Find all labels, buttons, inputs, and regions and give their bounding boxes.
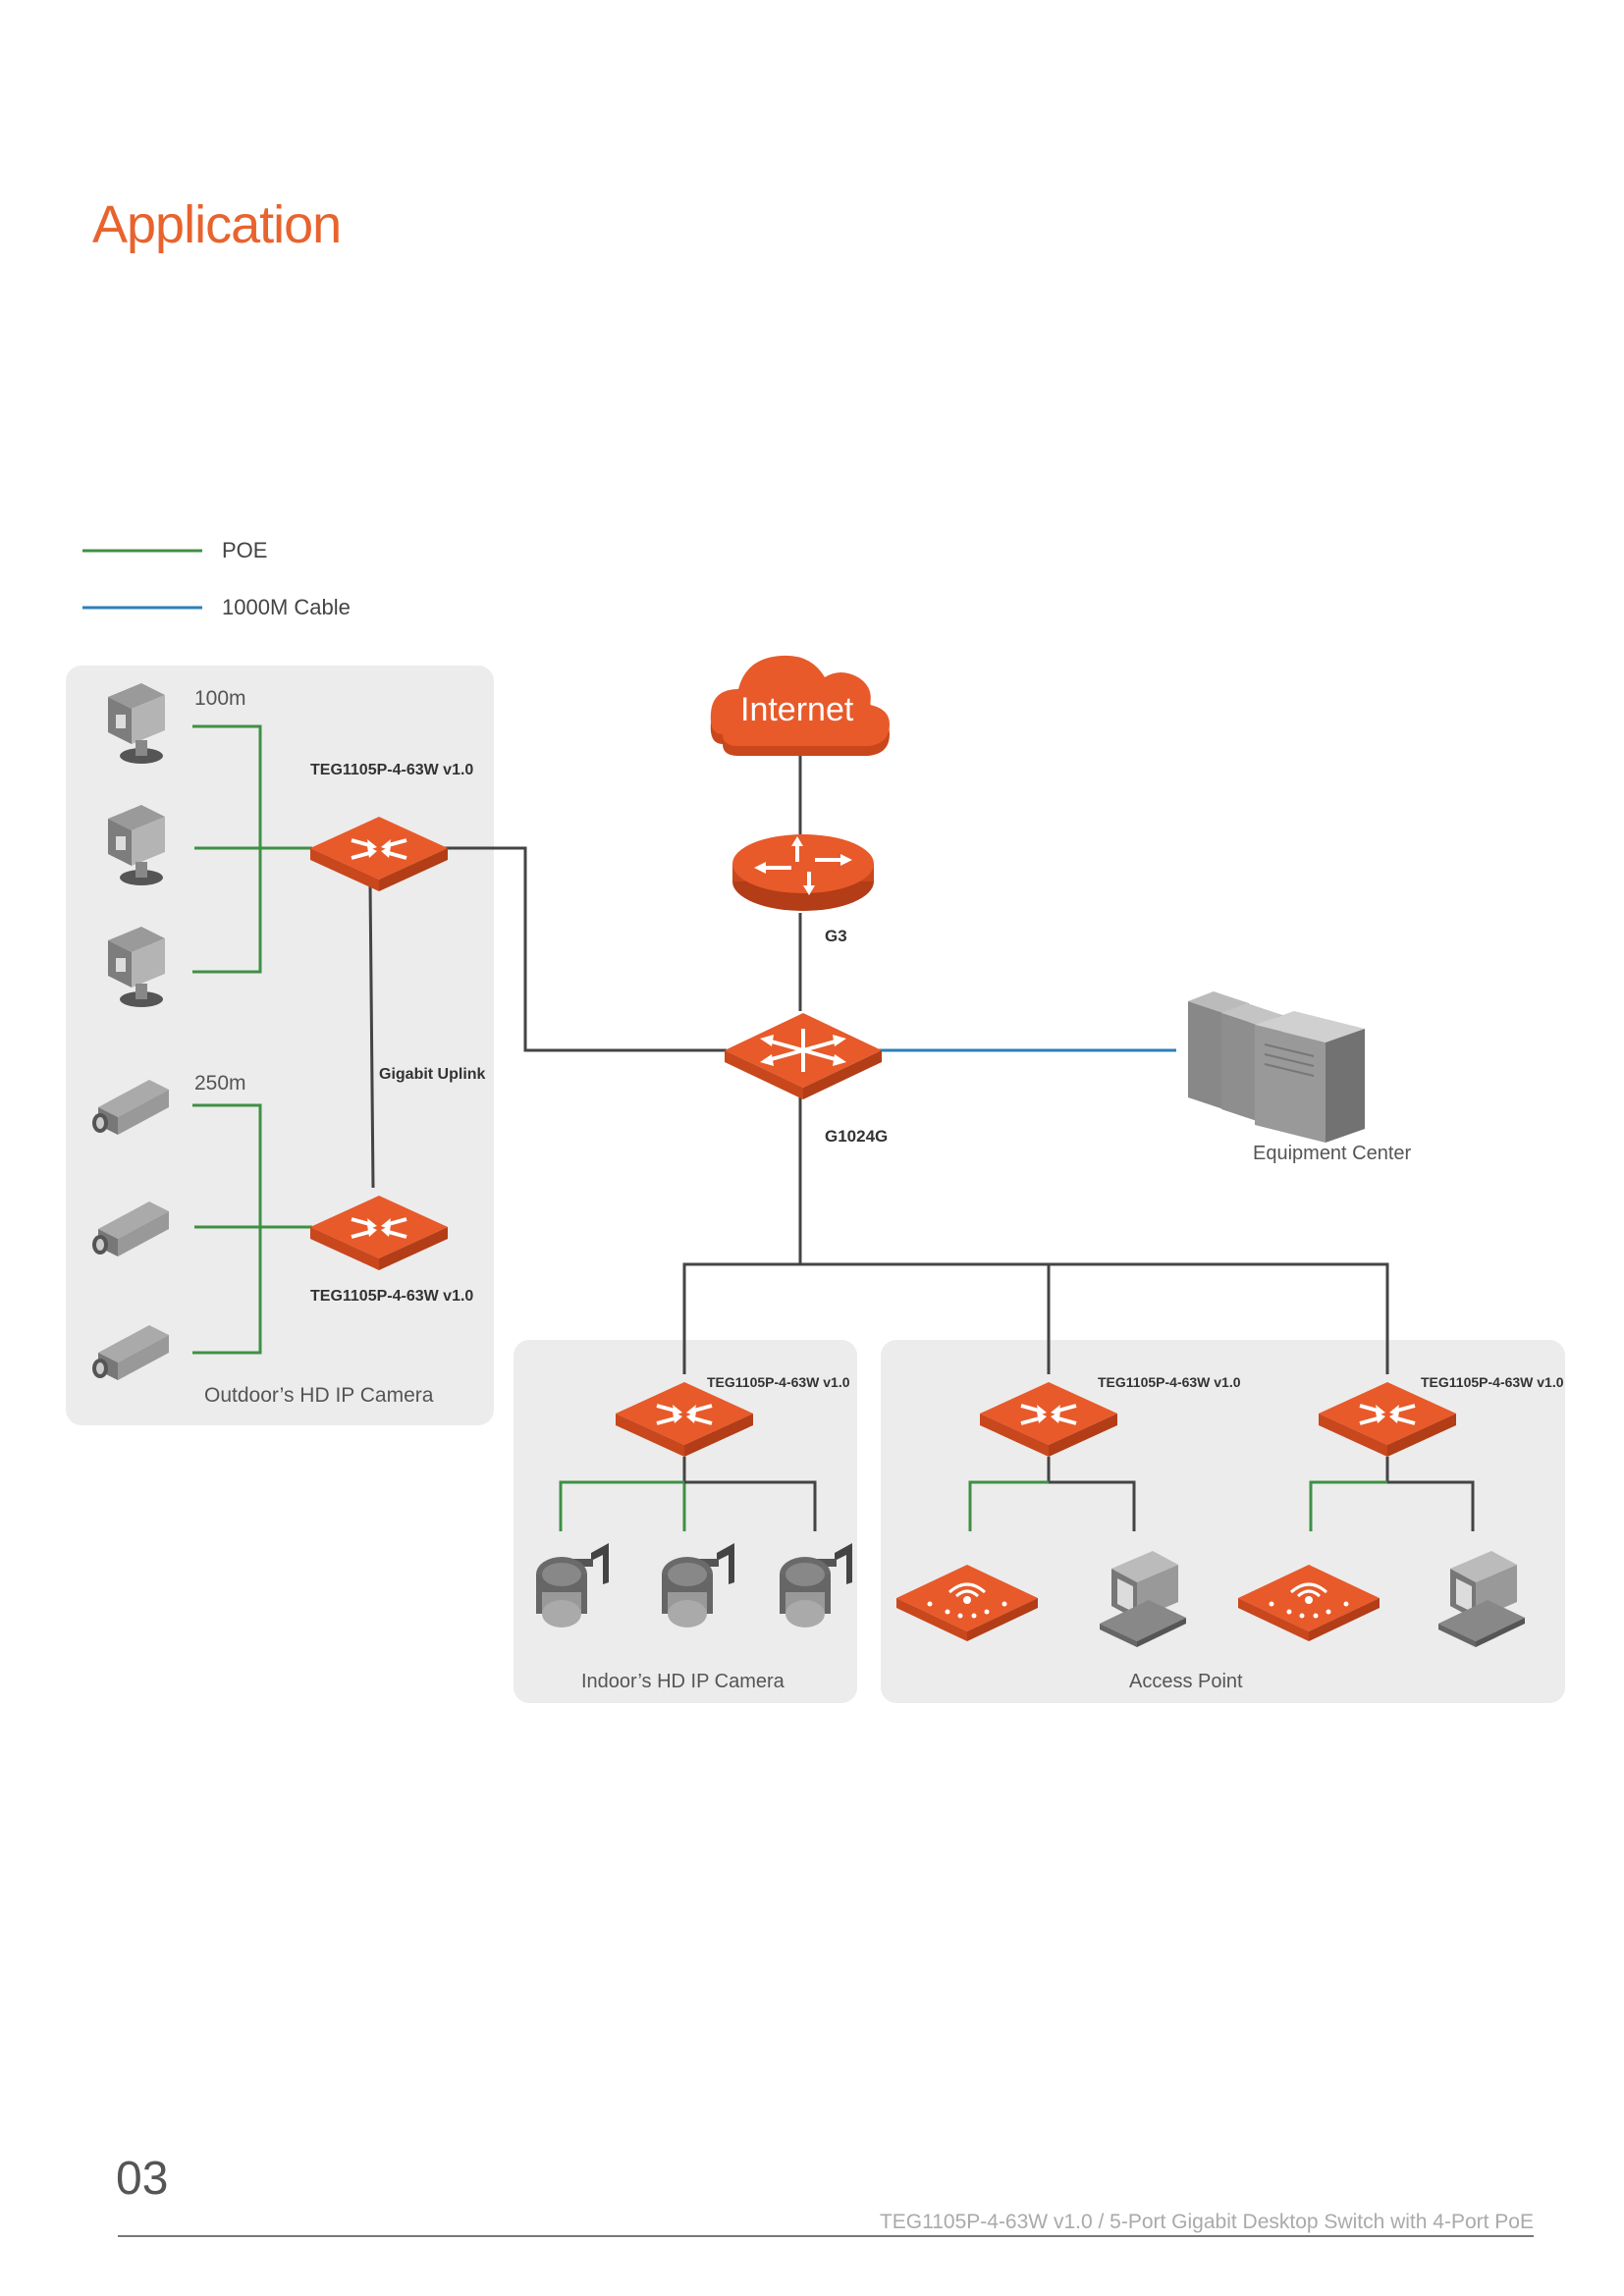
- bullet-camera-icon: [92, 1080, 169, 1135]
- outdoor-switch-top-icon: [308, 815, 450, 893]
- ap-switch-right-label: TEG1105P-4-63W v1.0: [1421, 1374, 1564, 1390]
- distance-top-label: 100m: [194, 687, 246, 710]
- dome-camera-icon: [536, 1543, 609, 1628]
- access-point-icon: [894, 1563, 1040, 1643]
- page-title: Application: [92, 195, 342, 254]
- distance-bottom-label: 250m: [194, 1072, 246, 1095]
- ap-switch-left-icon: [978, 1380, 1119, 1459]
- legend-cable-label: 1000M Cable: [222, 595, 351, 619]
- equipment-center-label: Equipment Center: [1253, 1143, 1412, 1164]
- computer-icon: [1100, 1551, 1186, 1647]
- legend-poe-label: POE: [222, 538, 268, 562]
- core-switch-label: G1024G: [825, 1127, 889, 1146]
- router-icon: [732, 834, 874, 911]
- indoor-panel-label: Indoor’s HD IP Camera: [581, 1671, 785, 1692]
- computer-icon: [1438, 1551, 1525, 1647]
- outdoor-panel: [66, 666, 494, 1425]
- outdoor-switch-top-label: TEG1105P-4-63W v1.0: [310, 762, 474, 778]
- internet-cloud-icon: [710, 655, 890, 756]
- core-switch-icon: [725, 1013, 882, 1099]
- page-number: 03: [116, 2153, 169, 2205]
- internet-label: Internet: [740, 691, 854, 728]
- outdoor-camera-icon: [108, 927, 165, 1007]
- outdoor-camera-icon: [108, 683, 165, 764]
- ap-switch-right-icon: [1317, 1380, 1458, 1459]
- access-point-panel-label: Access Point: [1129, 1671, 1243, 1692]
- bullet-camera-icon: [92, 1325, 169, 1380]
- outdoor-switch-bottom-icon: [308, 1194, 450, 1272]
- indoor-switch-icon: [614, 1380, 755, 1459]
- footer-divider: [118, 2235, 1534, 2237]
- outdoor-panel-label: Outdoor’s HD IP Camera: [204, 1384, 434, 1407]
- access-point-panel: [881, 1340, 1565, 1703]
- outdoor-switch-bottom-label: TEG1105P-4-63W v1.0: [310, 1288, 474, 1305]
- access-point-icon: [1236, 1563, 1381, 1643]
- dome-camera-icon: [780, 1543, 852, 1628]
- router-label: G3: [825, 927, 847, 945]
- server-rack-icon: [1188, 991, 1365, 1143]
- gigabit-uplink-label: Gigabit Uplink: [379, 1066, 486, 1083]
- dome-camera-icon: [662, 1543, 734, 1628]
- footer-text: TEG1105P-4-63W v1.0 / 5-Port Gigabit Des…: [879, 2211, 1534, 2233]
- indoor-switch-label: TEG1105P-4-63W v1.0: [707, 1374, 850, 1390]
- ap-switch-left-label: TEG1105P-4-63W v1.0: [1098, 1374, 1241, 1390]
- outdoor-camera-icon: [108, 805, 165, 885]
- bullet-camera-icon: [92, 1201, 169, 1256]
